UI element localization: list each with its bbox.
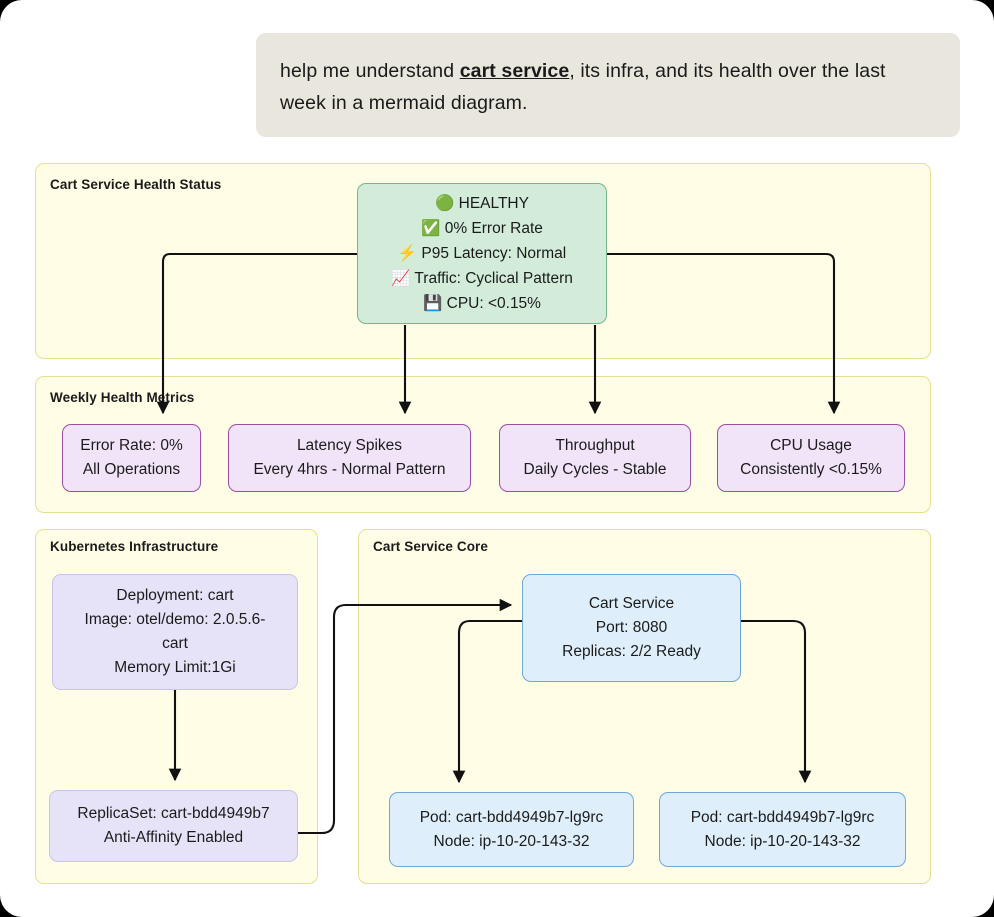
error-rate-line1: Error Rate: 0% [80, 437, 183, 454]
node-replicaset[interactable]: ReplicaSet: cart-bdd4949b7 Anti-Affinity… [49, 790, 298, 862]
health-line-cpu: 💾 CPU: <0.15% [423, 295, 541, 312]
node-pod-2[interactable]: Pod: cart-bdd4949b7-lg9rc Node: ip-10-20… [659, 792, 906, 867]
deployment-line1: Deployment: cart [116, 587, 234, 604]
pod1-line1: Pod: cart-bdd4949b7-lg9rc [419, 808, 604, 826]
prompt-text-before: help me understand [280, 60, 460, 82]
latency-line1: Latency Spikes [296, 437, 403, 454]
health-line-healthy: 🟢 HEALTHY [435, 195, 529, 212]
node-pod-1[interactable]: Pod: cart-bdd4949b7-lg9rc Node: ip-10-20… [389, 792, 634, 867]
node-cart-service[interactable]: Cart Service Port: 8080 Replicas: 2/2 Re… [522, 574, 741, 682]
subgraph-title-core: Cart Service Core [373, 539, 489, 554]
pod1-line2: Node: ip-10-20-143-32 [433, 832, 590, 850]
node-deployment[interactable]: Deployment: cart Image: otel/demo: 2.0.5… [52, 574, 298, 690]
subgraph-title-health: Cart Service Health Status [50, 177, 222, 192]
node-cpu-usage[interactable]: CPU Usage Consistently <0.15% [717, 424, 905, 492]
node-error-rate[interactable]: Error Rate: 0% All Operations [62, 424, 201, 492]
deployment-line4: Memory Limit:1Gi [114, 659, 236, 676]
user-prompt-bubble: help me understand cart service, its inf… [256, 33, 960, 137]
replicaset-line1: ReplicaSet: cart-bdd4949b7 [77, 805, 270, 822]
throughput-line1: Throughput [555, 437, 635, 454]
replicaset-line2: Anti-Affinity Enabled [103, 829, 244, 846]
prompt-text-after: , its infra, and its health over the las… [280, 60, 886, 114]
throughput-line2: Daily Cycles - Stable [523, 461, 667, 478]
latency-line2: Every 4hrs - Normal Pattern [253, 461, 446, 478]
health-line-p95-latency: ⚡ P95 Latency: Normal [397, 245, 567, 262]
error-rate-line2: All Operations [82, 461, 181, 478]
cpu-usage-line2: Consistently <0.15% [740, 461, 882, 478]
subgraph-title-kubernetes: Kubernetes Infrastructure [50, 539, 219, 554]
cpu-usage-line1: CPU Usage [770, 437, 852, 454]
prompt-emphasis: cart service [459, 60, 570, 82]
health-line-traffic: 📈 Traffic: Cyclical Pattern [391, 270, 573, 287]
cart-service-line3: Replicas: 2/2 Ready [562, 643, 701, 660]
node-throughput[interactable]: Throughput Daily Cycles - Stable [499, 424, 691, 492]
deployment-line3: cart [162, 635, 188, 652]
health-line-error-rate: ✅ 0% Error Rate [421, 220, 543, 237]
cart-service-line2: Port: 8080 [595, 619, 668, 636]
pod2-line1: Pod: cart-bdd4949b7-lg9rc [690, 808, 875, 826]
pod2-line2: Node: ip-10-20-143-32 [704, 832, 861, 850]
cart-service-line1: Cart Service [588, 595, 675, 612]
subgraph-title-weekly: Weekly Health Metrics [50, 390, 195, 405]
node-latency-spikes[interactable]: Latency Spikes Every 4hrs - Normal Patte… [228, 424, 471, 492]
node-health-status[interactable]: 🟢 HEALTHY ✅ 0% Error Rate ⚡ P95 Latency:… [357, 183, 607, 324]
deployment-line2: Image: otel/demo: 2.0.5.6- [84, 611, 266, 628]
user-prompt-text: help me understand cart service, its inf… [280, 55, 936, 119]
